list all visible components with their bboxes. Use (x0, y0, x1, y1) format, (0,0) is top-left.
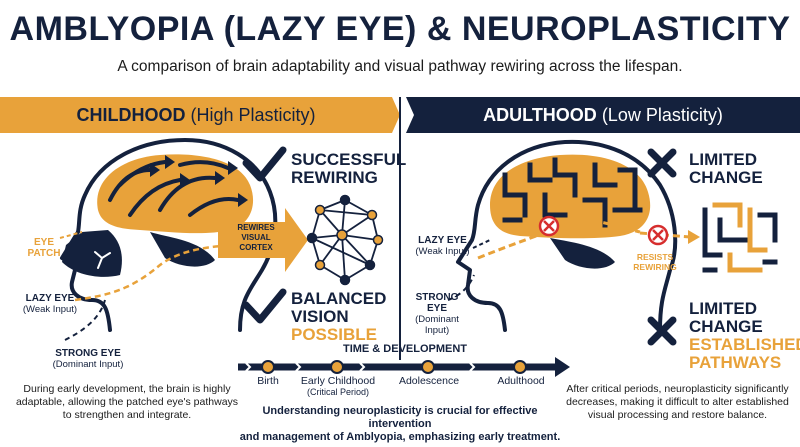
successful-rewiring-heading: SUCCESSFUL REWIRING (291, 151, 406, 187)
timeline-chevrons (245, 362, 476, 372)
timeline-label-early-childhood: Early Childhood (Critical Period) (297, 375, 379, 397)
adulthood-band-rest: (Low Plasticity) (596, 105, 723, 125)
resists-label-2: REWIRING (633, 262, 677, 272)
balanced-vision-heading: BALANCED VISION POSSIBLE (291, 290, 386, 344)
blocked-icon-arrow (647, 224, 669, 246)
adulthood-description-1: After critical periods, neuroplasticity … (566, 383, 789, 395)
childhood-description-1: During early development, the brain is h… (23, 383, 231, 395)
check-icon-success (242, 146, 287, 182)
childhood-band-rest: (High Plasticity) (185, 105, 316, 125)
eye-patch-label-2: PATCH (27, 248, 61, 259)
check-icon-balanced (242, 288, 287, 324)
rigid-pathways-icon (702, 202, 778, 273)
adulthood-description-3: visual processing and restore balance. (587, 409, 768, 421)
child-brain-arrowheads (150, 155, 248, 207)
child-strong-eye-title: STRONG EYE (55, 348, 121, 359)
adult-strong-eye-pathway (447, 274, 475, 301)
adult-cerebellum (550, 238, 615, 269)
timeline-title: TIME & DEVELOPMENT (342, 343, 468, 355)
page-subtitle: A comparison of brain adaptability and v… (117, 58, 683, 75)
resists-label-1: RESISTS (636, 252, 674, 262)
timeline-early-childhood-title: Early Childhood (300, 375, 376, 387)
childhood-description-3: to strengthen and integrate. (62, 409, 192, 421)
footer-note-1: Understanding neuroplasticity is crucial… (262, 405, 538, 430)
adult-strong-eye-title-2: EYE (426, 303, 447, 314)
childhood-description-2: adaptable, allowing the patched eye's pa… (15, 396, 239, 408)
adult-lazy-eye-title: LAZY EYE (418, 235, 467, 246)
childhood-band-label: CHILDHOOD (High Plasticity) (0, 97, 392, 133)
footer-note-2: and management of Amblyopia, emphasizing… (239, 431, 561, 443)
adult-head (456, 139, 678, 332)
adulthood-band (406, 97, 800, 133)
successful-rewiring-line-1: SUCCESSFUL (291, 150, 407, 169)
timeline-node-early-childhood (330, 360, 344, 374)
rewires-label-2: VISUAL (241, 233, 271, 242)
timeline-arrowhead (555, 357, 570, 377)
eye-patch-label-1: EYE (33, 237, 54, 248)
rewires-label-3: CORTEX (239, 243, 273, 252)
x-icon-established (647, 316, 677, 346)
rewires-arrow (218, 208, 308, 272)
child-lazy-eye-sub: (Weak Input) (22, 304, 78, 315)
balanced-vision-line-1: BALANCED (291, 289, 387, 308)
adult-strong-eye-title-1: STRONG (415, 292, 459, 303)
rewires-arrow-label: REWIRES VISUAL CORTEX (226, 223, 286, 253)
footer-note: Understanding neuroplasticity is crucial… (230, 405, 570, 444)
adulthood-description: After critical periods, neuroplasticity … (555, 383, 800, 422)
limited-change-line-2: CHANGE (689, 168, 763, 187)
established-pathways-heading: LIMITED CHANGE ESTABLISHED PATHWAYS (689, 300, 800, 372)
timeline-node-adolescence (421, 360, 435, 374)
adulthood-band-label: ADULTHOOD (Low Plasticity) (406, 97, 800, 133)
established-pathways-line-3: ESTABLISHED (689, 335, 800, 354)
child-lazy-eye-title: LAZY EYE (25, 293, 75, 304)
page-title: AMBLYOPIA (LAZY EYE) & NEUROPLASTICITY (9, 10, 791, 48)
neural-network-nodes (306, 194, 384, 286)
child-strong-eye-sub: (Dominant Input) (52, 359, 124, 370)
adult-strong-eye-sub-1: (Dominant (415, 314, 459, 325)
timeline-node-birth (261, 360, 275, 374)
adult-brain-maze (502, 157, 643, 228)
adult-strong-eye-label: STRONG EYE (Dominant Input) (412, 292, 462, 336)
child-strong-eye-pathway (64, 299, 106, 341)
established-pathways-line-1: LIMITED (689, 299, 757, 318)
rewires-label-1: REWIRES (237, 223, 275, 232)
resists-rewiring-label: RESISTS REWIRING (620, 252, 690, 272)
child-brain-arrows (108, 160, 240, 217)
child-lazy-eye-pathway (74, 243, 251, 302)
adult-lazy-eye-label: LAZY EYE (Weak Input) (410, 235, 475, 257)
child-lazy-eye-label: LAZY EYE (Weak Input) (10, 293, 90, 315)
childhood-band-bold: CHILDHOOD (76, 105, 186, 125)
adult-eye-pathway (477, 219, 641, 260)
x-icon-limited (647, 148, 677, 178)
timeline-label-adolescence: Adolescence (398, 375, 460, 387)
balanced-vision-line-3: POSSIBLE (291, 325, 377, 344)
adulthood-band-bold: ADULTHOOD (483, 105, 597, 125)
childhood-band (0, 97, 400, 133)
adult-eye-dash (472, 239, 491, 249)
successful-rewiring-line-2: REWIRING (291, 168, 378, 187)
blocked-icon-brain (538, 215, 560, 237)
childhood-description: During early development, the brain is h… (2, 383, 252, 422)
timeline-node-adulthood (513, 360, 527, 374)
established-pathways-line-4: PATHWAYS (689, 353, 782, 372)
limited-change-line-1: LIMITED (689, 150, 757, 169)
timeline-label-birth: Birth (257, 375, 279, 387)
adulthood-description-2: decreases, making it difficult to alter … (566, 396, 789, 408)
eye-patch-icon (59, 230, 122, 277)
adult-strong-eye-sub-2: Input) (424, 325, 450, 336)
child-strong-eye-label: STRONG EYE (Dominant Input) (38, 348, 138, 370)
timeline-early-childhood-sub: (Critical Period) (306, 387, 369, 397)
timeline-label-adulthood: Adulthood (497, 375, 545, 387)
limited-change-heading: LIMITED CHANGE (689, 151, 763, 187)
eye-patch-label: EYE PATCH (14, 237, 74, 259)
established-pathways-line-2: CHANGE (689, 317, 763, 336)
balanced-vision-line-2: VISION (291, 307, 349, 326)
adult-lazy-eye-sub: (Weak Input) (415, 246, 470, 257)
